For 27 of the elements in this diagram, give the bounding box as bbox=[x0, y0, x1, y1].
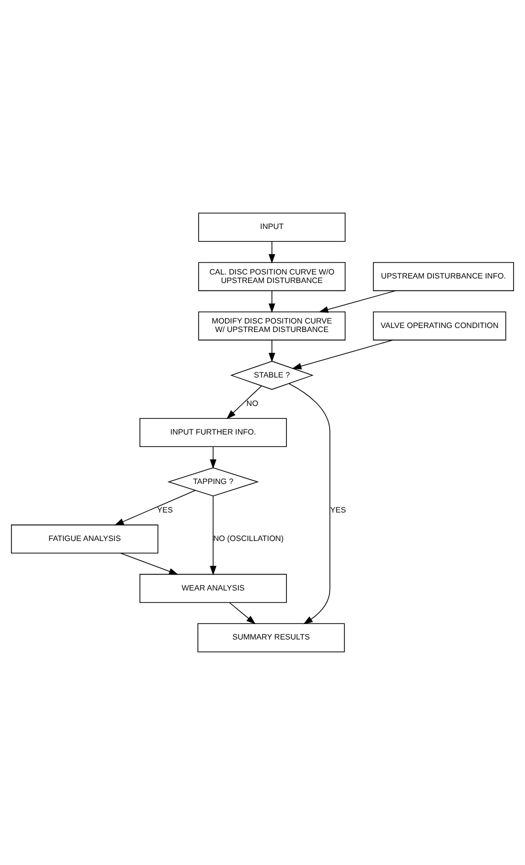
arrow bbox=[288, 383, 330, 624]
node-box: MODIFY DISC POSITION CURVE W/ UPSTREAM DISTURBANCE bbox=[198, 311, 346, 340]
node-box: VALVE OPERATING CONDITION bbox=[372, 311, 506, 340]
node-diamond: TAPPING ? bbox=[167, 467, 259, 496]
edge-label: NO bbox=[246, 398, 258, 408]
arrow bbox=[210, 446, 216, 469]
node-box: WEAR ANALYSIS bbox=[140, 574, 287, 603]
arrow bbox=[226, 386, 262, 420]
node-box: SUMMARY RESULTS bbox=[197, 623, 345, 652]
arrow bbox=[229, 602, 256, 624]
node-box: CAL. DISC POSITION CURVE W/O UPSTREAM DISTURBANCE bbox=[198, 262, 346, 292]
arrow bbox=[292, 340, 394, 370]
arrow bbox=[318, 290, 396, 313]
node-box: FATIGUE ANALYSIS bbox=[11, 524, 158, 554]
node-box: INPUT bbox=[198, 212, 346, 242]
arrow bbox=[120, 552, 178, 575]
arrow bbox=[114, 490, 196, 526]
arrow bbox=[268, 340, 276, 362]
arrow bbox=[210, 496, 216, 576]
arrow bbox=[268, 241, 276, 264]
node-box: UPSTREAM DISTURBANCE INFO. bbox=[372, 262, 514, 292]
edge-label: YES bbox=[157, 505, 173, 514]
node-box: INPUT FURTHER INFO. bbox=[140, 418, 287, 447]
edge-label: YES bbox=[330, 505, 346, 514]
arrow bbox=[268, 290, 276, 313]
edge-label: NO (OSCILLATION) bbox=[213, 534, 284, 544]
node-diamond: STABLE ? bbox=[230, 360, 314, 390]
